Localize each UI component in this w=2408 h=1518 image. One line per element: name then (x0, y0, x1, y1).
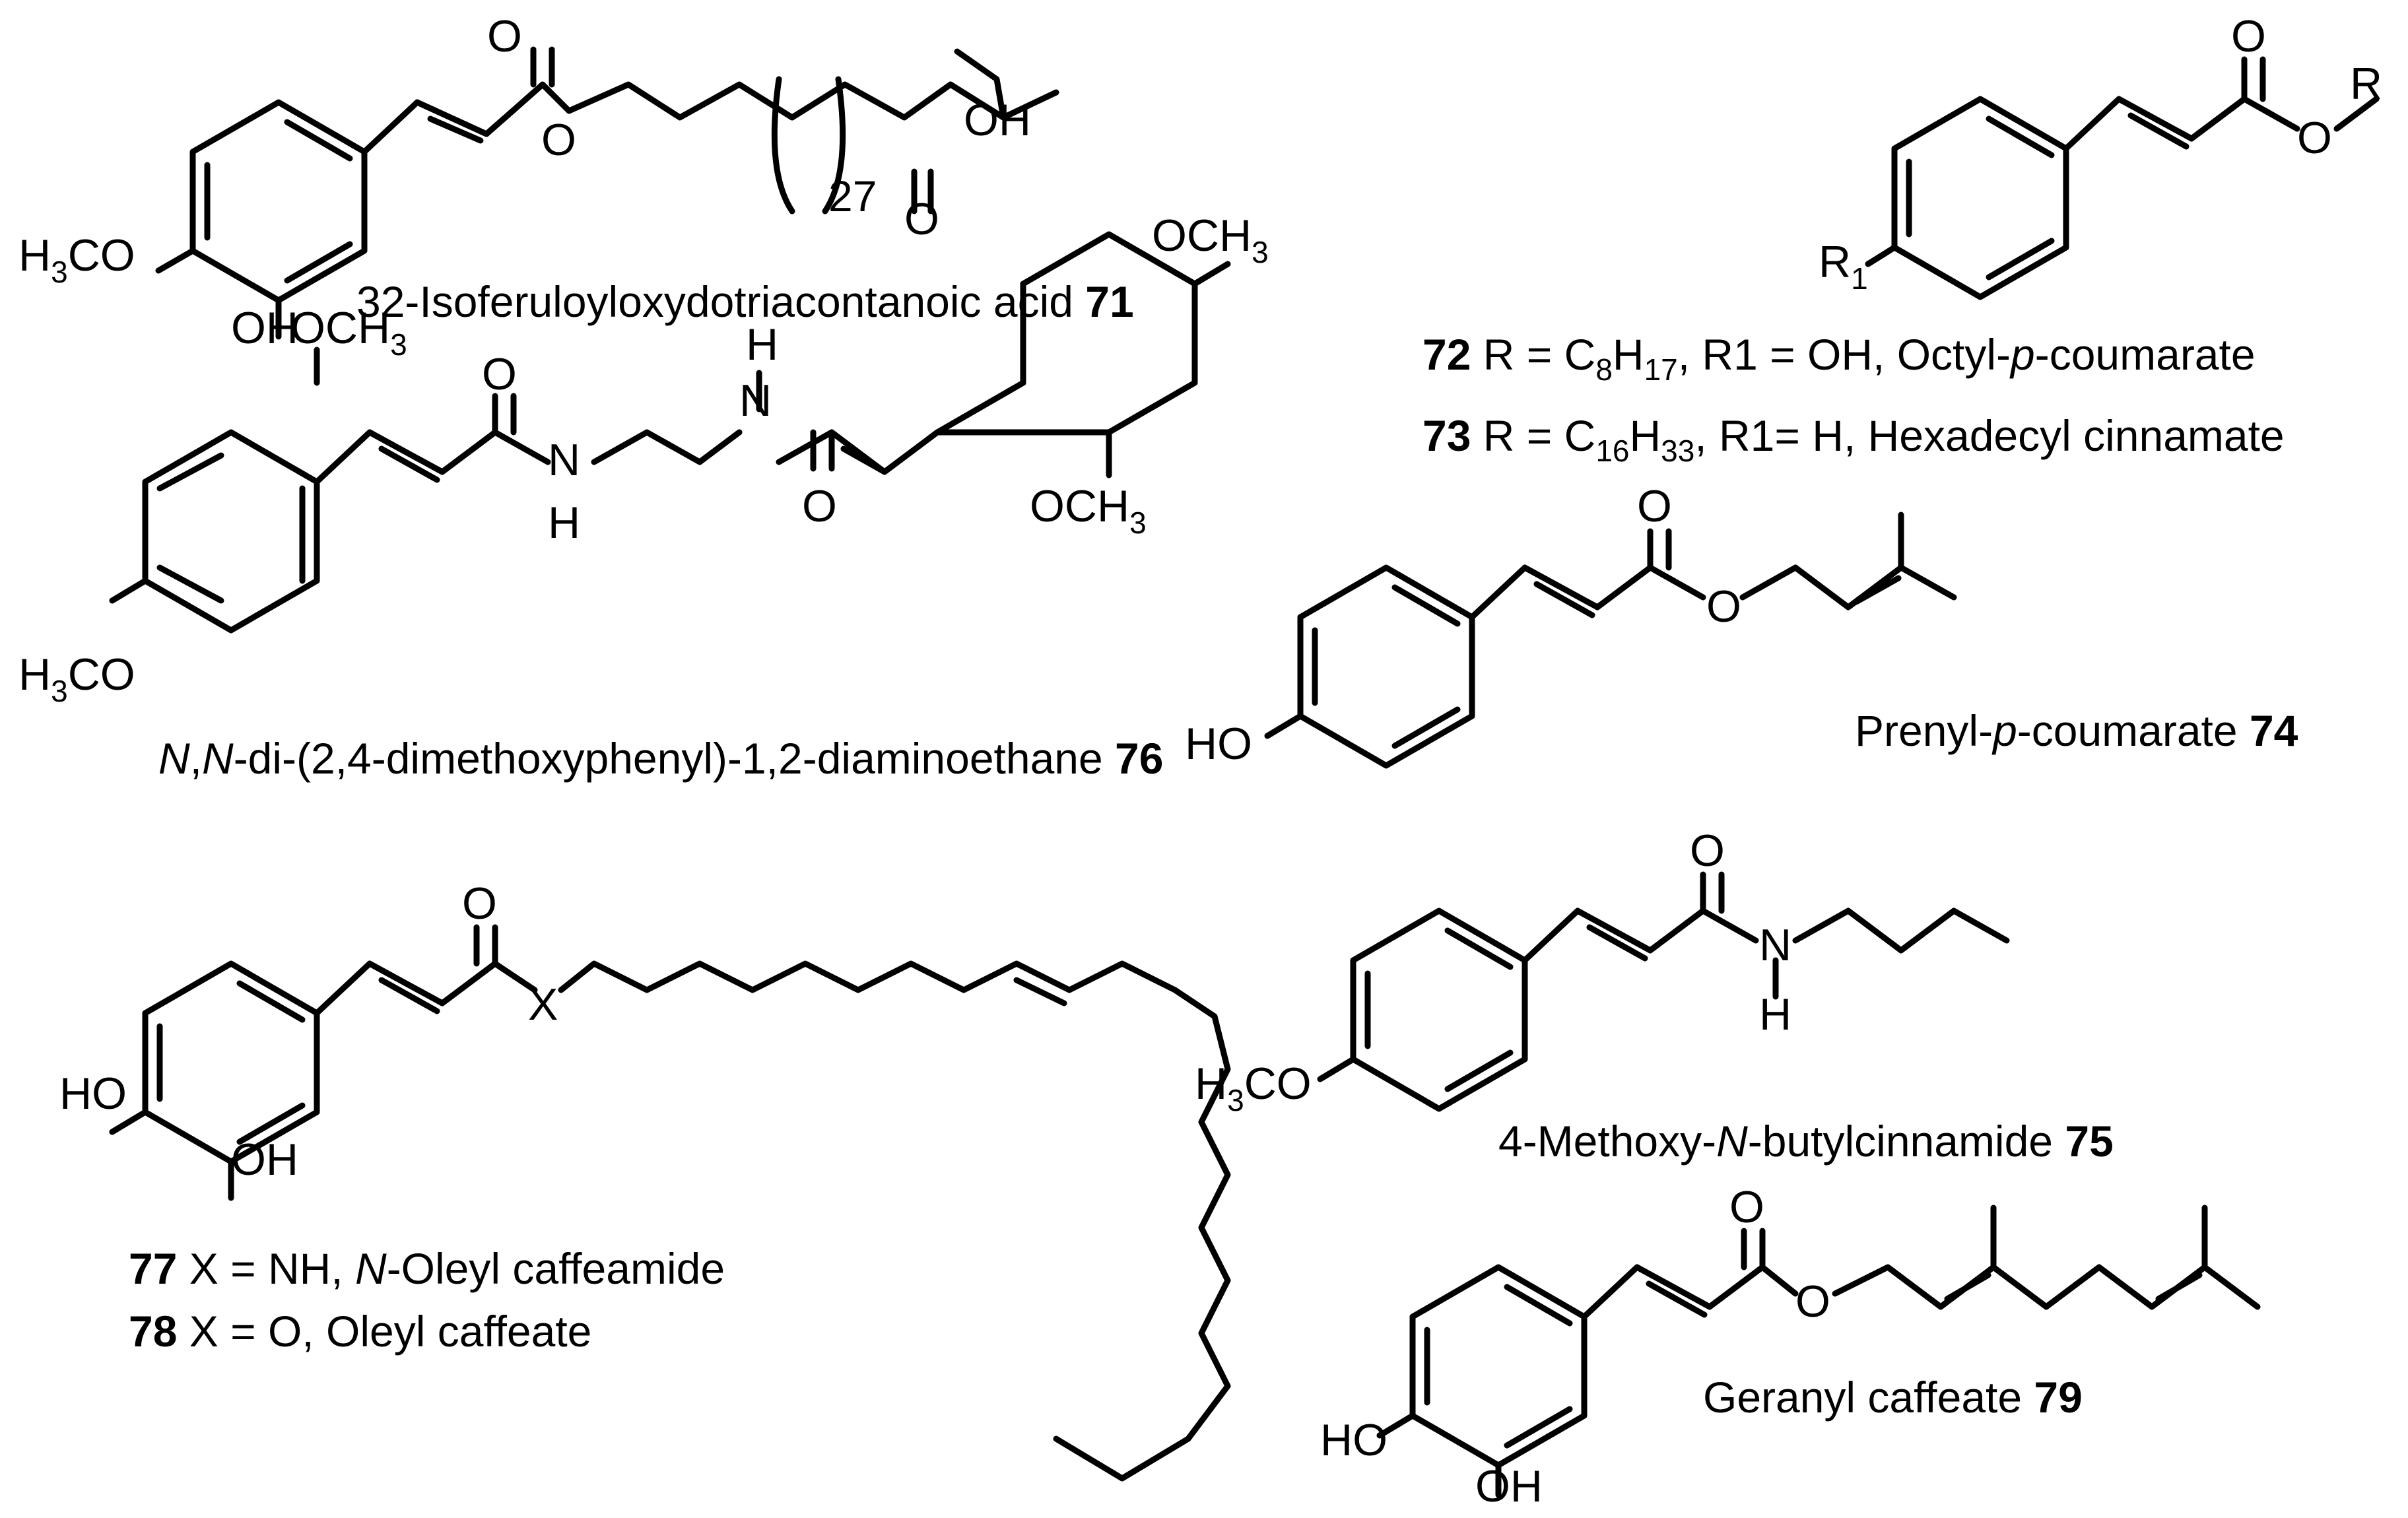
substituents-71 (155, 248, 282, 340)
substituents-77 (109, 1109, 234, 1201)
atom-o-ester-79: O (1795, 1276, 1830, 1327)
ring-77-inner (156, 980, 306, 1145)
atom-r1-72: R1 (1819, 237, 1868, 296)
atom-och3-top-left-76: OCH3 (290, 303, 407, 362)
atom-o-carbonyl-77: O (462, 878, 497, 929)
ring-75 (1350, 908, 1528, 1112)
atom-oh-71: OH (231, 303, 298, 353)
substituents-79 (1376, 1412, 1502, 1498)
label-79: Geranyl caffeate 79 (1703, 1373, 2083, 1422)
atom-n-right-76: N (739, 376, 772, 426)
ring-75-inner (1364, 927, 1514, 1092)
ring-71-inner (204, 119, 353, 284)
atom-o-ester-74: O (1706, 581, 1741, 632)
atom-o-carbonyl-71: O (487, 11, 522, 61)
structure-79: O O HO OH Geranyl caffeate 79 (1320, 1182, 2261, 1511)
ome-bond-75 (1317, 1056, 1356, 1082)
atom-oh-77: OH (231, 1135, 298, 1185)
atom-o-carbonyl-left-76: O (482, 349, 517, 399)
atom-h3co-71: H3CO (18, 230, 135, 289)
atom-o-carbonyl-79: O (1729, 1182, 1764, 1232)
label-71: 32-Isoferuloyloxydotriacontanoic acid 71 (356, 277, 1134, 326)
ring-76-right (934, 231, 1198, 436)
atom-x-77: X (528, 979, 558, 1030)
r-bond-72 (1865, 96, 2380, 267)
ring-71 (189, 99, 368, 304)
structure-74: O O HO Prenyl-p-coumarate 74 (1185, 481, 2298, 769)
label-75: 4-Methoxy-N-butylcinnamide 75 (1498, 1117, 2114, 1166)
repeat-bracket-71 (771, 76, 846, 214)
alkene-71-second (427, 116, 484, 144)
label-77: 77 X = NH, N-Oleyl caffeamide (129, 1244, 725, 1293)
chain-72 (2063, 56, 2300, 152)
atom-o-carbonyl-74: O (1637, 481, 1672, 531)
atom-oh-79: OH (1475, 1461, 1543, 1511)
ring-79 (1409, 1264, 1588, 1468)
atom-o-carbonyl-72: O (2231, 11, 2266, 61)
atom-n-left-76: N (548, 435, 580, 485)
ring-76-left-inner (156, 452, 306, 604)
label-78: 78 X = O, Oleyl caffeate (129, 1307, 591, 1356)
atom-och3-top-right-76: OCH3 (1152, 211, 1269, 269)
label-76: N,N-di-(2,4-dimethoxyphenyl)-1,2-diamino… (158, 734, 1163, 783)
label-74: Prenyl-p-coumarate 74 (1855, 706, 2298, 755)
atom-n-75: N (1759, 920, 1791, 970)
atom-o-acid-71: O (904, 194, 939, 244)
atom-o-ester-71: O (541, 115, 576, 165)
substituents-76 (109, 261, 1231, 604)
chain-75 (1522, 871, 2010, 1000)
carbonyl-71 (530, 46, 555, 88)
structure-71: O O OH O 27 H3CO OH 32-Isoferuloyloxydot… (18, 11, 1134, 353)
chain-71 (361, 81, 1007, 155)
atom-ho-79: HO (1320, 1415, 1388, 1465)
ring-74-inner (1312, 584, 1461, 749)
chain-74 (1469, 512, 1957, 620)
ring-79-inner (1424, 1284, 1573, 1449)
structure-77-78: O X HO OH 77 X = NH, N-Oleyl caffeamide … (59, 878, 1231, 1482)
structure-75: O N H H3CO 4-Methoxy-N-butylcinnamide 75 (1195, 826, 2114, 1166)
label-72: 72 R = C8H17, R1 = OH, Octyl-p-coumarate (1422, 330, 2256, 387)
atom-h-right-76: H (746, 319, 778, 370)
atom-oh-acid-71: OH (964, 95, 1031, 145)
atom-r-72: R (2350, 59, 2382, 109)
repeat-count-71: 27 (828, 172, 877, 220)
atom-o-carbonyl-75: O (1690, 826, 1725, 876)
atom-h3co-75: H3CO (1195, 1059, 1312, 1117)
chain-77 (314, 924, 1231, 1482)
linker-76 (591, 370, 941, 475)
atom-h-left-76: H (548, 498, 580, 548)
structure-76: OCH3 O N H H N O OCH3 OCH3 H3CO N,N-di-(… (18, 211, 1269, 783)
atom-ho-77: HO (59, 1069, 127, 1119)
oh-bond-74 (1264, 713, 1304, 739)
atom-o-carbonyl-right-76: O (802, 481, 837, 531)
chain-76 (314, 393, 551, 485)
atom-och3-bottom-right-76: OCH3 (1030, 481, 1147, 540)
ring-72 (1891, 96, 2069, 300)
atom-h-75: H (1759, 989, 1791, 1040)
ring-72-inner (1906, 116, 2055, 280)
atom-ho-74: HO (1185, 719, 1252, 769)
structure-72-73: O O R R1 72 R = C8H17, R1 = OH, Octyl-p-… (1422, 11, 2382, 468)
ring-76-left (142, 429, 320, 634)
ring-77 (142, 960, 320, 1165)
atom-o-ester-72: O (2297, 113, 2332, 163)
acid-71 (911, 48, 1059, 214)
label-73: 73 R = C16H33, R1= H, Hexadecyl cinnamat… (1422, 411, 2285, 468)
ring-74 (1297, 564, 1475, 769)
atom-h3co-76: H3CO (18, 649, 135, 708)
chain-79 (1581, 1204, 2261, 1320)
